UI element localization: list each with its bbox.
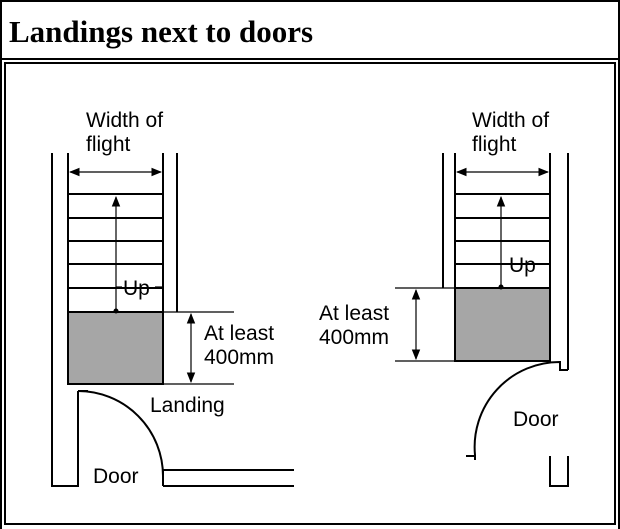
title-bar: Landings next to doors xyxy=(0,2,620,60)
right-dimension-label-1: At least xyxy=(319,302,389,325)
right-width-label-1: Width of xyxy=(472,109,549,132)
right-stair-figure xyxy=(395,153,569,487)
page-title: Landings next to doors xyxy=(9,14,314,49)
left-door-label: Door xyxy=(93,465,139,488)
left-wall-outer xyxy=(51,153,79,487)
left-bottom-wall xyxy=(162,469,294,487)
left-wall-right xyxy=(162,153,178,312)
left-dimension-label-1: At least xyxy=(204,322,274,345)
right-door-swing xyxy=(473,360,568,460)
diagram-box xyxy=(4,62,616,525)
right-door-label: Door xyxy=(513,408,559,431)
right-door-jamb xyxy=(549,456,569,487)
right-width-label-2: flight xyxy=(472,133,517,156)
right-landing xyxy=(454,287,551,362)
right-up-label: Up xyxy=(509,254,536,277)
left-landing-label: Landing xyxy=(150,394,225,417)
left-dimension-label-2: 400mm xyxy=(204,346,274,369)
left-stair-figure xyxy=(51,153,294,487)
left-door-swing xyxy=(77,390,164,477)
left-up-label: Up xyxy=(123,277,150,300)
left-width-label-1: Width of xyxy=(86,109,163,132)
right-wall-right xyxy=(549,153,569,370)
left-width-label-2: flight xyxy=(86,133,131,156)
right-dimension-label-2: 400mm xyxy=(319,326,389,349)
left-landing xyxy=(67,311,164,385)
